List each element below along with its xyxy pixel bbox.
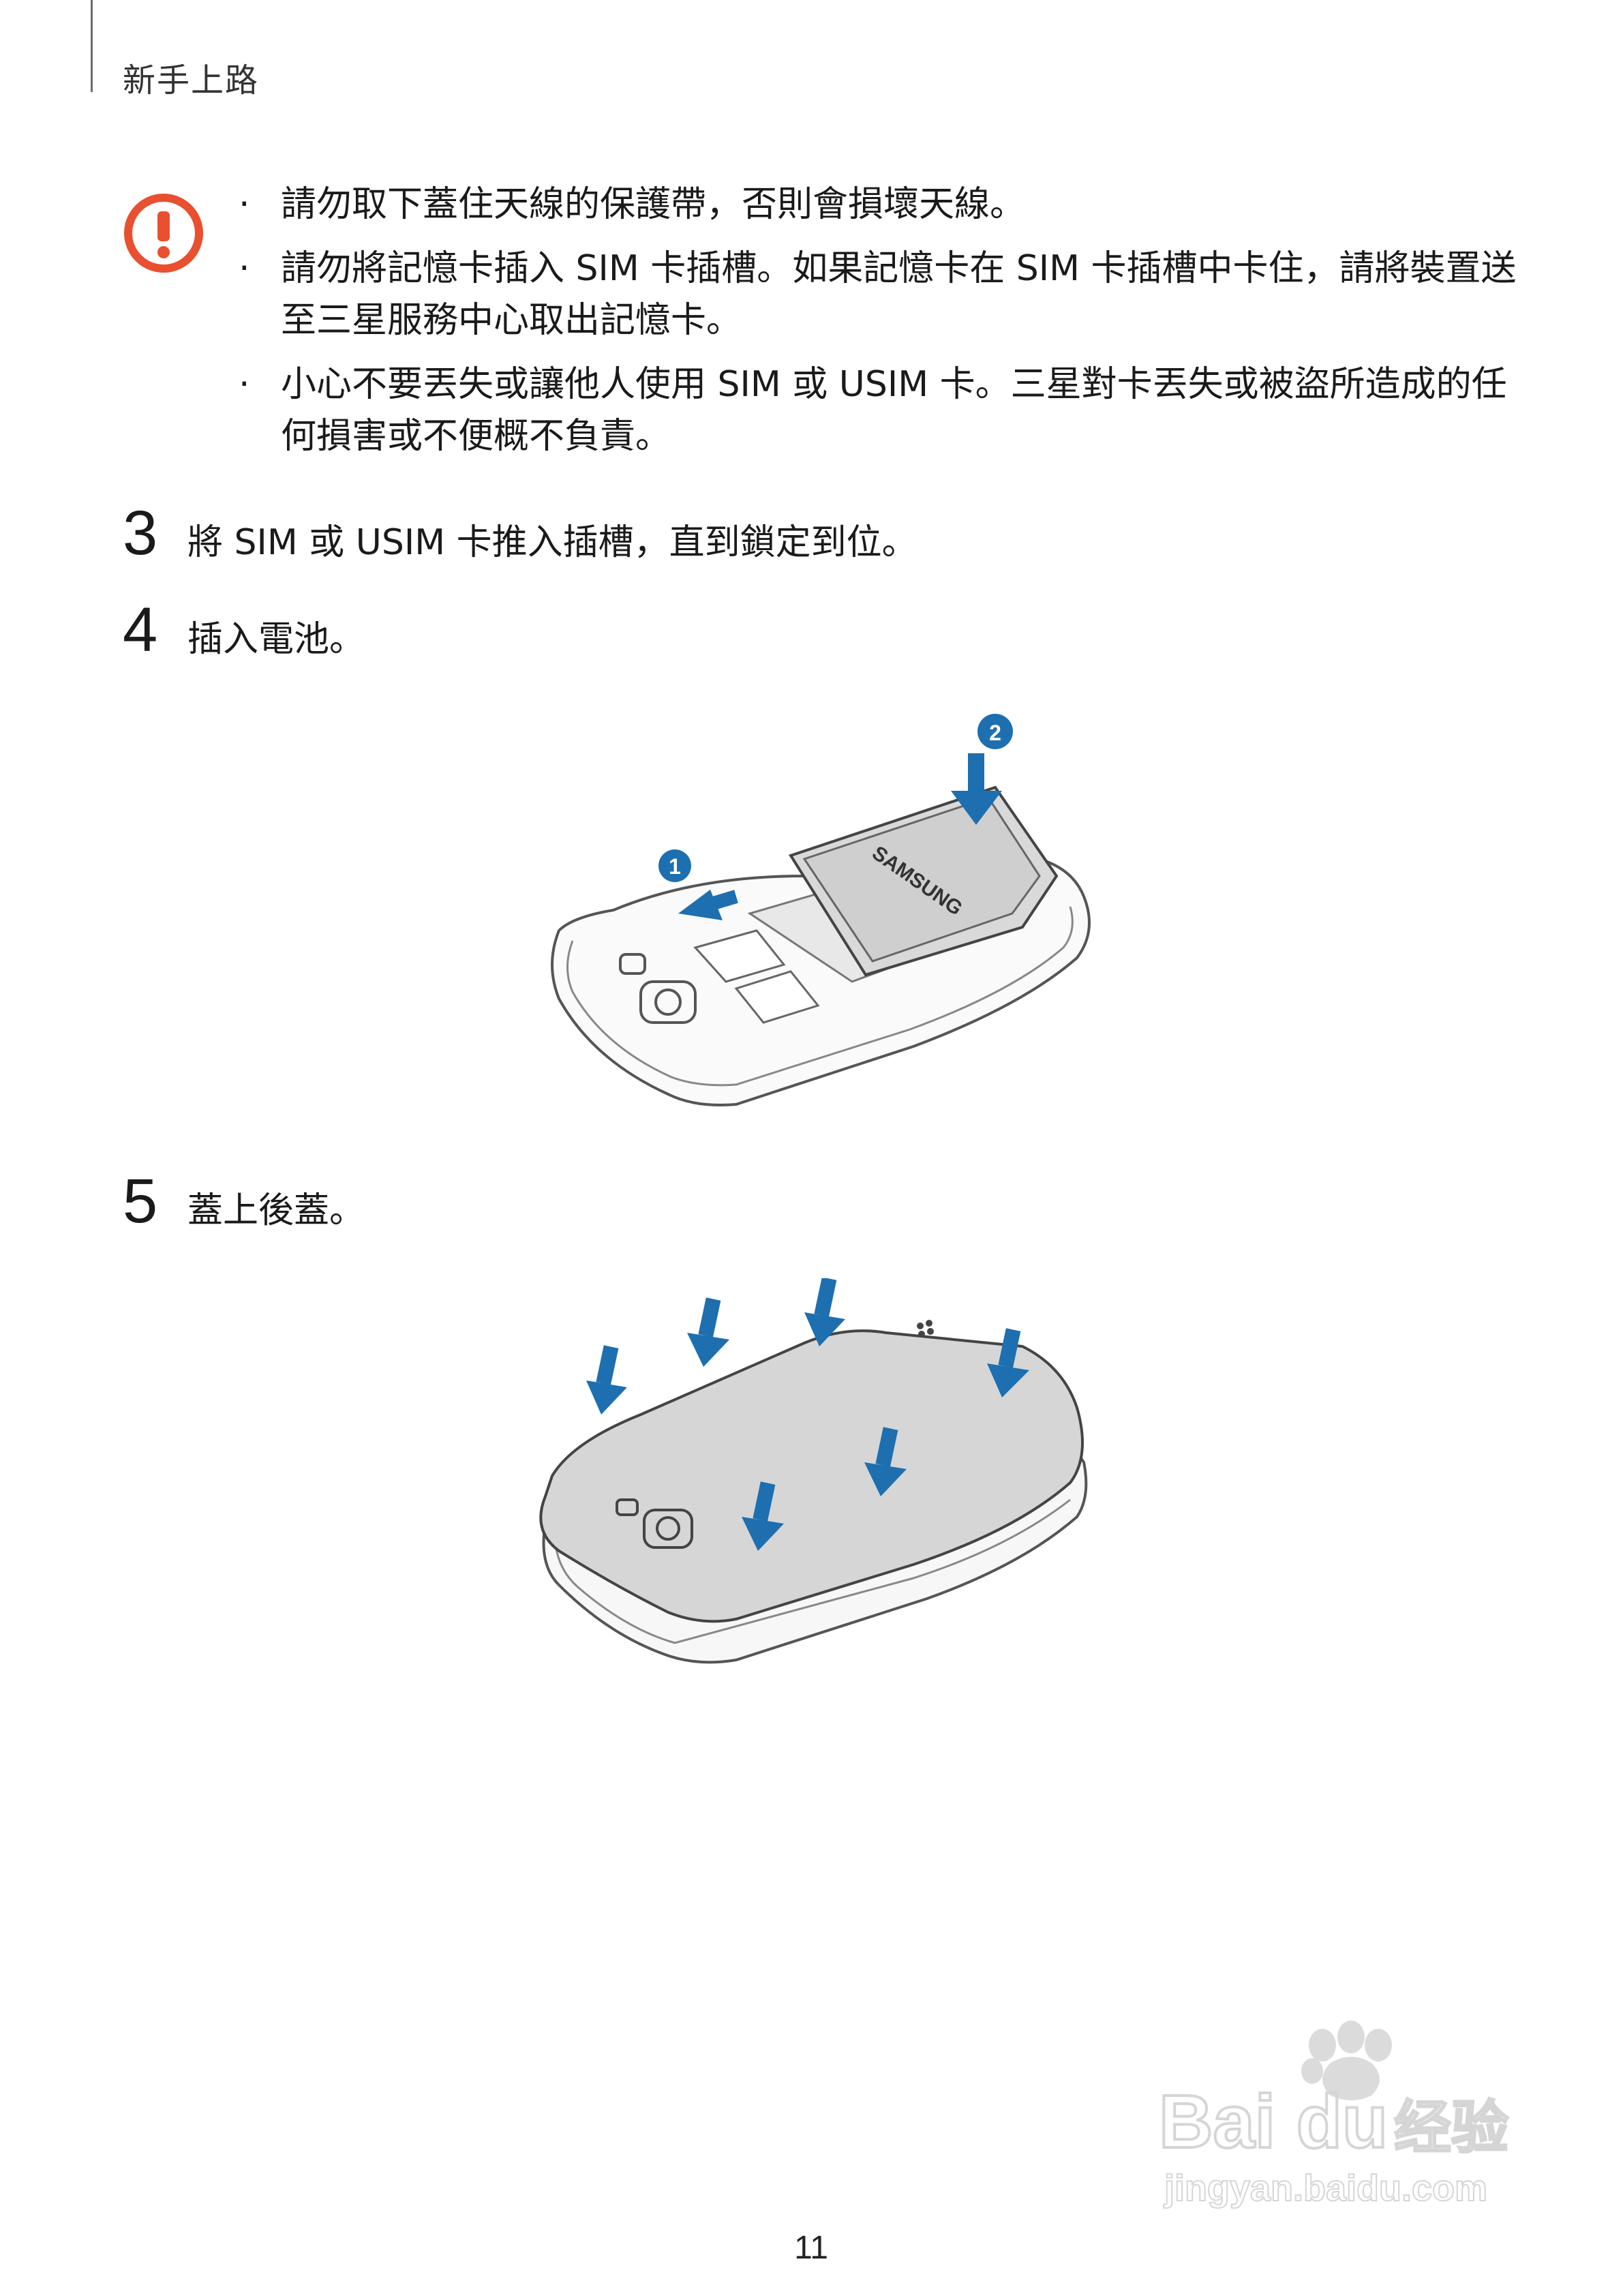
- arrow-down-shaft: [968, 753, 984, 794]
- memory-slot: [734, 970, 820, 1024]
- arrow-down-icon: [687, 1297, 729, 1367]
- step-text: 蓋上後蓋。: [187, 1190, 365, 1231]
- arrow-down-icon: [987, 1328, 1029, 1398]
- step-4: 4 插入電池。: [123, 594, 365, 666]
- flash-icon: [619, 953, 646, 975]
- warning-text: 請勿將記憶卡插入 SIM 卡插槽。如果記憶卡在 SIM 卡插槽中卡住，請將裝置送…: [281, 248, 1517, 341]
- camera-lens-inner: [654, 988, 682, 1016]
- callout-2-badge: [977, 714, 1013, 749]
- baidu-watermark-logo: Bai du 经验 jingyan.baidu.com: [1157, 2021, 1510, 2209]
- step-number: 4: [123, 595, 158, 665]
- press-arrows: [586, 1278, 1029, 1551]
- warning-list: ·請勿取下蓋住天線的保護帶，否則會損壞天線。 ·請勿將記憶卡插入 SIM 卡插槽…: [239, 179, 1520, 474]
- arrow-down-icon: [742, 1481, 784, 1551]
- warning-bullet: ·小心不要丟失或讓他人使用 SIM 或 USIM 卡。三星對卡丟失或被盜所造成的…: [239, 364, 1507, 457]
- step-3: 3 將 SIM 或 USIM 卡推入插槽，直到鎖定到位。: [123, 498, 917, 569]
- arrow-head-icon: [678, 890, 723, 920]
- warning-bullet: ·請勿將記憶卡插入 SIM 卡插槽。如果記憶卡在 SIM 卡插槽中卡住，請將裝置…: [239, 248, 1517, 341]
- watermark-cn-text: 经验: [1394, 2094, 1508, 2161]
- exclamation-circle-icon: [124, 194, 203, 273]
- watermark-url: jingyan.baidu.com: [1164, 2168, 1487, 2209]
- step-text: 插入電池。: [187, 619, 365, 660]
- section-rule: [91, 0, 93, 92]
- step-number: 3: [123, 498, 158, 568]
- warning-text: 請勿取下蓋住天線的保護帶，否則會損壞天線。: [281, 184, 1026, 225]
- phone-inner-edge: [566, 906, 1074, 1087]
- camera-lens-inner: [656, 1516, 680, 1541]
- step-text: 將 SIM 或 USIM 卡推入插槽，直到鎖定到位。: [187, 522, 917, 563]
- speaker-grille-icon: [917, 1320, 934, 1338]
- warning-bullet: ·請勿取下蓋住天線的保護帶，否則會損壞天線。: [239, 184, 1026, 225]
- battery: SAMSUNG: [788, 785, 1059, 977]
- callout-1-badge: [658, 849, 691, 882]
- back-cover-illustration: [539, 1278, 1088, 1664]
- step-5: 5 蓋上後蓋。: [123, 1166, 365, 1237]
- camera-window-icon: [643, 1509, 693, 1549]
- arrow-down-icon: [951, 791, 1002, 825]
- step-number: 5: [123, 1166, 158, 1236]
- phone-base-edge: [554, 1498, 1071, 1644]
- callout-1-label: 1: [669, 854, 681, 879]
- sim-slot: [693, 929, 786, 983]
- battery-insert-illustration: SAMSUNG 1 2: [551, 714, 1091, 1106]
- arrow-down-icon: [804, 1278, 845, 1346]
- arrow-down-icon: [864, 1427, 907, 1496]
- warning-text: 小心不要丟失或讓他人使用 SIM 或 USIM 卡。三星對卡丟失或被盜所造成的任…: [281, 364, 1507, 457]
- section-title: 新手上路: [123, 61, 260, 100]
- watermark-logo-text: Bai du: [1159, 2080, 1388, 2164]
- flash-icon: [616, 1498, 639, 1516]
- arrow-down-icon: [586, 1345, 627, 1415]
- page-number: 11: [794, 2230, 828, 2266]
- camera-lens-icon: [639, 980, 697, 1024]
- callout-2-label: 2: [989, 721, 1001, 745]
